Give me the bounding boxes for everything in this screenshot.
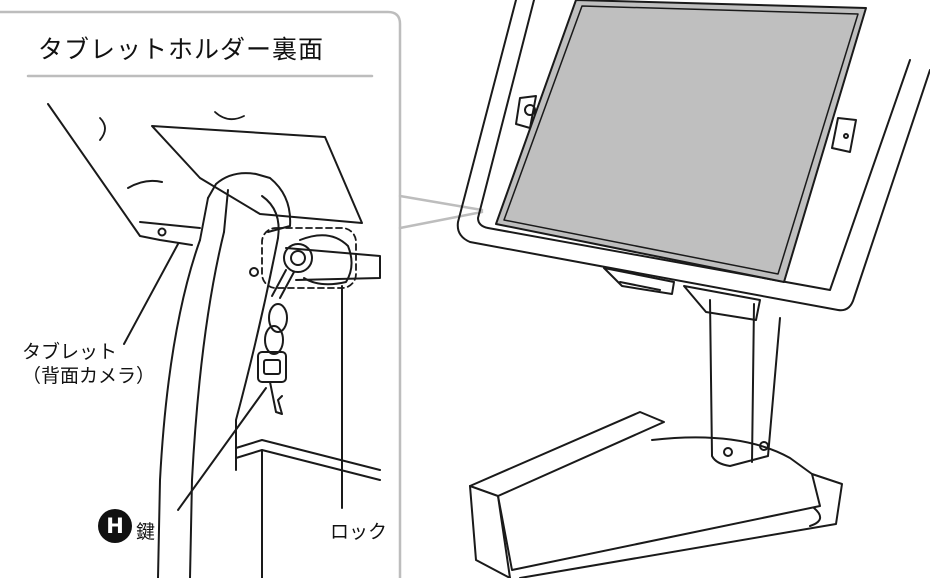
inset-connector bbox=[398, 194, 484, 230]
tablet-frame-inner bbox=[477, 0, 911, 291]
back-plate bbox=[151, 125, 363, 224]
tablet-frame-outer bbox=[456, 0, 930, 312]
lock-highlight bbox=[261, 227, 357, 289]
screw-icon bbox=[157, 227, 167, 237]
key-icon bbox=[257, 269, 295, 415]
lock-label: ロック bbox=[330, 521, 388, 543]
callout-tablet bbox=[123, 243, 179, 345]
key-badge-icon: H bbox=[98, 509, 132, 543]
panel-title: タブレットホルダー裏面 bbox=[38, 35, 325, 64]
tablet-screen bbox=[495, 0, 867, 283]
tablet-label-line2: （背面カメラ） bbox=[22, 365, 156, 387]
callout-key bbox=[177, 387, 267, 511]
holder-arm bbox=[207, 172, 292, 233]
inset-panel-border bbox=[0, 10, 402, 580]
tablet-camera-label: タブレット （背面カメラ） bbox=[22, 340, 155, 388]
stand-pole bbox=[709, 299, 781, 467]
tablet-label-line1: タブレット bbox=[22, 341, 118, 363]
lock-icon bbox=[283, 243, 313, 273]
tablet-rear bbox=[47, 103, 193, 246]
key-label: 鍵 bbox=[136, 521, 156, 543]
base-tray bbox=[469, 411, 843, 579]
